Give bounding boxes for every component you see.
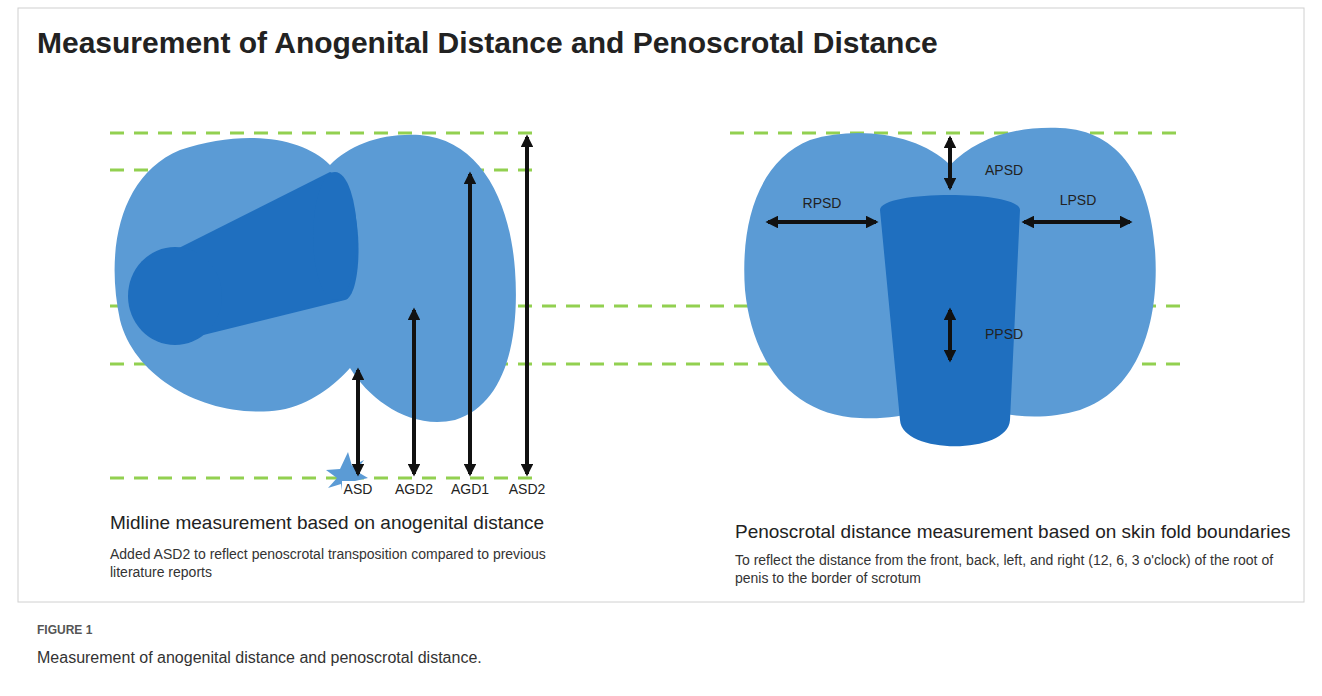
measure-arrows xyxy=(358,137,527,474)
penoscrotal-arrows xyxy=(768,138,1130,360)
measure-label: ASD2 xyxy=(507,481,548,499)
glans xyxy=(128,247,222,345)
scrotum-left xyxy=(115,135,516,422)
panel-subtitle: Midline measurement based on anogenital … xyxy=(110,511,544,535)
figure-frame xyxy=(18,8,1304,602)
panel-note: Added ASD2 to reflect penoscrotal transp… xyxy=(110,546,590,581)
figure-caption: Measurement of anogenital distance and p… xyxy=(37,648,482,668)
figure-number: FIGURE 1 xyxy=(37,623,92,638)
panel-subtitle: Penoscrotal distance measurement based o… xyxy=(735,520,1291,544)
measure-label: ASD xyxy=(342,481,375,499)
figure-title: Measurement of Anogenital Distance and P… xyxy=(37,24,938,62)
measure-label: AGD2 xyxy=(393,481,435,499)
measure-label: APSD xyxy=(985,162,1023,180)
measure-label: RPSD xyxy=(803,195,842,213)
measure-label: LPSD xyxy=(1060,192,1097,210)
penis-root xyxy=(880,195,1020,446)
panel-note: To reflect the distance from the front, … xyxy=(735,552,1275,587)
measure-label: AGD1 xyxy=(449,481,491,499)
measure-label: PPSD xyxy=(985,326,1023,344)
